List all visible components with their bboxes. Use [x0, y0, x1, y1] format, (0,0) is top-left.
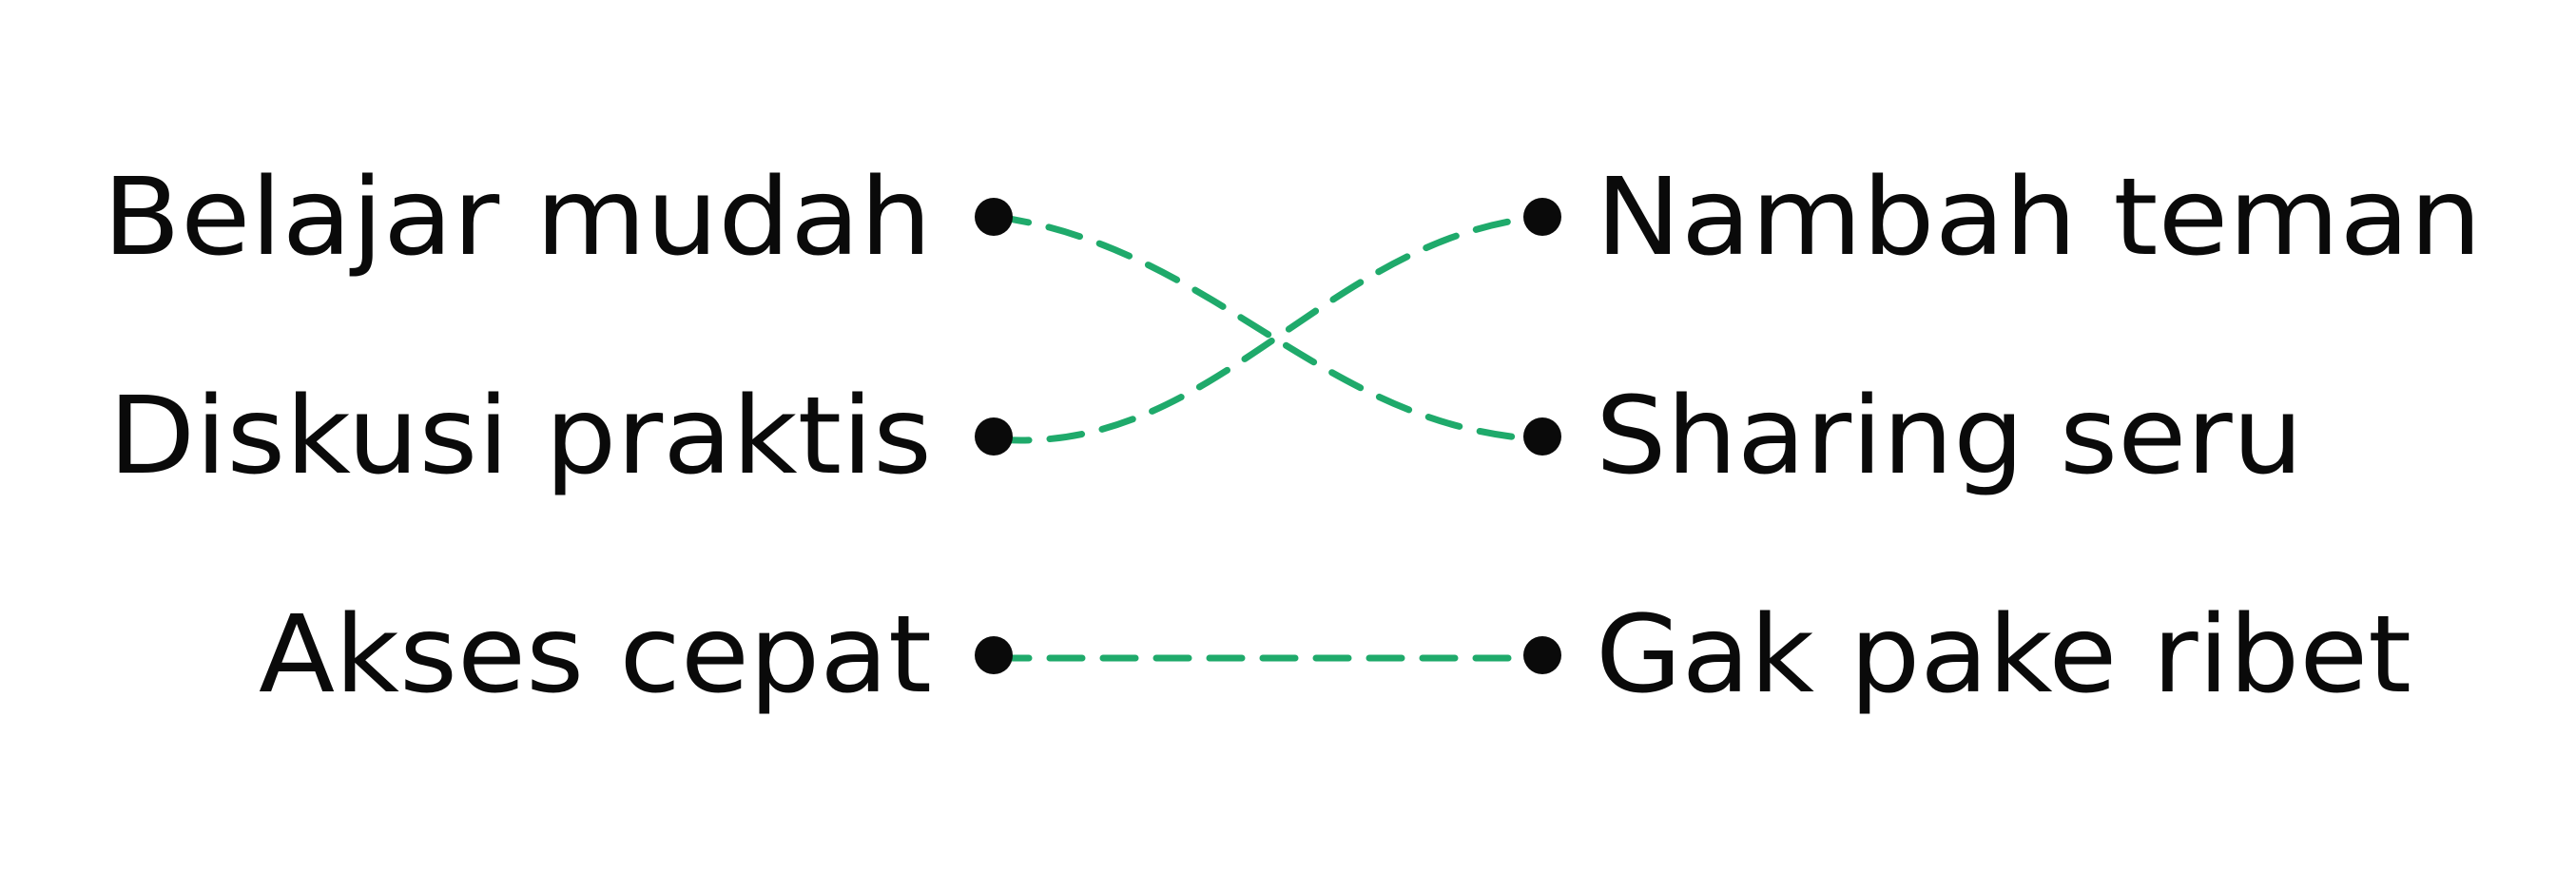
left-item-dot[interactable]: [975, 417, 1013, 456]
connector-diskusi-praktis-to-nambah-teman: [993, 213, 1546, 444]
left-item-akses-cepat: Akses cepat: [259, 593, 1013, 717]
right-item-dot[interactable]: [1523, 198, 1561, 236]
right-item-dot[interactable]: [1523, 636, 1561, 674]
left-item-diskusi-praktis: Diskusi praktis: [108, 375, 1013, 498]
left-item-dot[interactable]: [975, 198, 1013, 236]
left-item-label: Diskusi praktis: [108, 375, 932, 498]
left-item-label: Belajar mudah: [103, 156, 932, 280]
right-item-dot[interactable]: [1523, 417, 1561, 456]
left-item-belajar-mudah: Belajar mudah: [103, 156, 1013, 280]
right-item-nambah-teman: Nambah teman: [1523, 156, 2482, 280]
connector-belajar-mudah-to-sharing-seru: [993, 213, 1546, 443]
left-item-dot[interactable]: [975, 636, 1013, 674]
right-item-sharing-seru: Sharing seru: [1523, 375, 2303, 498]
left-item-label: Akses cepat: [259, 593, 932, 717]
right-item-label: Gak pake ribet: [1596, 593, 2411, 717]
right-item-label: Nambah teman: [1596, 156, 2482, 280]
right-item-label: Sharing seru: [1596, 375, 2303, 498]
right-item-gak-pake-ribet: Gak pake ribet: [1523, 593, 2411, 717]
